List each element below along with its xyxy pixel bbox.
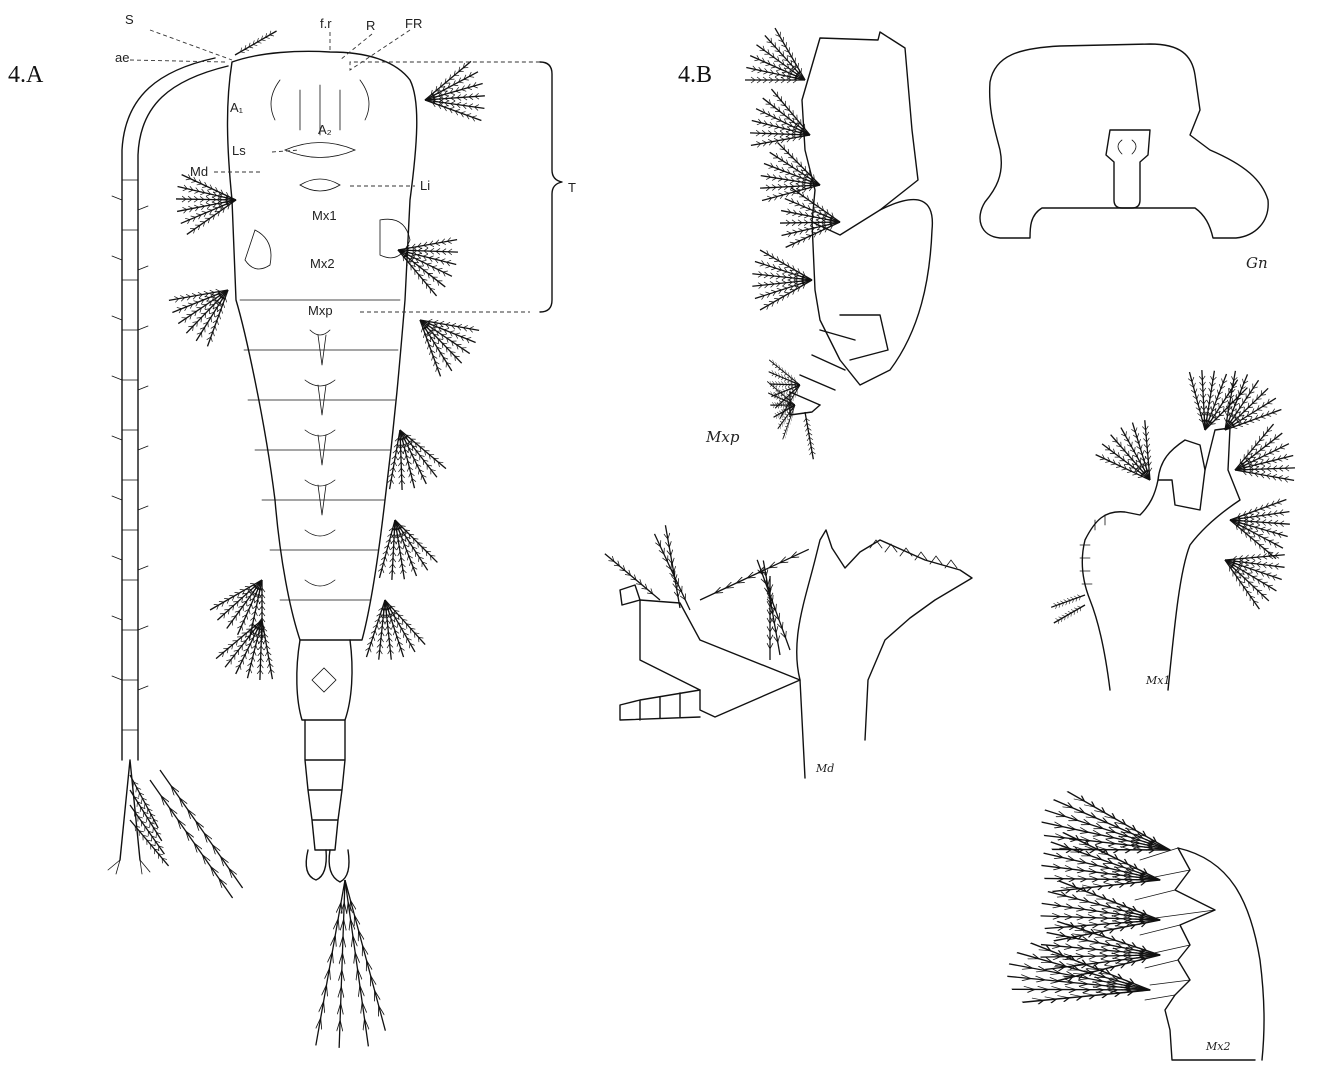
label-ls: Ls <box>232 143 246 158</box>
panel-a-labels: S ae f.r R FR A₁ A₂ Ls Md Li Mx1 Mx2 Mxp… <box>115 12 576 318</box>
label-mx1-b: Mx1 <box>1145 674 1170 687</box>
swimming-legs-setae <box>161 28 490 1048</box>
label-a1: A₁ <box>230 100 244 115</box>
maxillule-drawing: Mx1 <box>1050 363 1302 690</box>
label-a2: A₂ <box>318 122 332 137</box>
panel-a-drawing: S ae f.r R FR A₁ A₂ Ls Md Li Mx1 Mx2 Mxp… <box>108 12 576 1048</box>
label-fr: FR <box>405 16 422 31</box>
label-r: R <box>366 18 375 33</box>
label-gn: Gn <box>1246 254 1268 272</box>
panel-a-label: 4.A <box>8 62 44 88</box>
label-mxp: Mxp <box>308 303 333 318</box>
body-outline <box>228 51 417 882</box>
label-md: Md <box>190 164 208 179</box>
antennule-drawing <box>108 58 245 900</box>
genital-somite-drawing: Gn <box>980 44 1268 272</box>
label-t: T <box>568 180 576 195</box>
label-li: Li <box>420 178 430 193</box>
label-mx1: Mx1 <box>312 208 337 223</box>
label-mxp-b: Mxp <box>705 428 740 446</box>
panel-b-label: 4.B <box>678 62 712 88</box>
label-ae: ae <box>115 50 129 65</box>
label-mx2-b: Mx2 <box>1205 1040 1230 1053</box>
label-fr-small: f.r <box>320 16 332 31</box>
mandible-drawing: Md <box>603 525 972 778</box>
label-md-b: Md <box>815 762 834 775</box>
label-mx2: Mx2 <box>310 256 335 271</box>
maxilliped-drawing: Mxp <box>705 22 932 460</box>
maxilla-drawing: Mx2 <box>1003 784 1264 1060</box>
label-s: S <box>125 12 134 27</box>
